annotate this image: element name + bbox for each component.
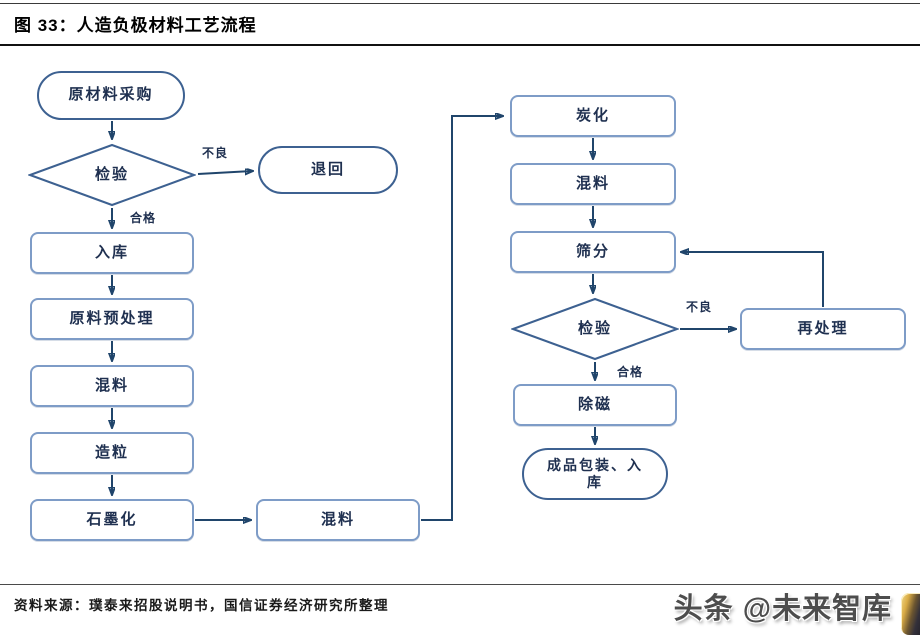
node-packaging: 成品包装、入库 [522, 448, 668, 500]
edge-reprocessing-to-sieving [682, 252, 824, 307]
edge-label-qualified-1: 合格 [130, 211, 157, 225]
diamond-shape-icon [28, 143, 196, 207]
brand-logo-icon [901, 593, 920, 635]
node-sieving: 筛分 [510, 231, 676, 273]
node-reprocessing: 再处理 [740, 308, 906, 350]
figure-title: 图 33：人造负极材料工艺流程 [14, 16, 257, 35]
node-raw-procurement: 原材料采购 [37, 71, 185, 120]
edge-label-defective-1: 不良 [202, 146, 229, 160]
node-inspect-2-label: 检验 [577, 319, 612, 337]
node-granulation-label: 造粒 [94, 443, 129, 461]
title-underline [0, 44, 920, 46]
edge-label-qualified-2: 合格 [617, 365, 644, 379]
node-mixing-1: 混料 [30, 365, 194, 407]
node-warehouse-in: 入库 [30, 232, 194, 274]
node-mixing-3: 混料 [510, 163, 676, 205]
footer-rule [0, 584, 920, 585]
node-sieving-label: 筛分 [575, 242, 610, 260]
node-mixing-1-label: 混料 [94, 376, 129, 394]
node-graphitization: 石墨化 [30, 499, 194, 541]
top-rule [0, 3, 920, 4]
node-demagnetization: 除磁 [513, 384, 677, 426]
node-raw-procurement-label: 原材料采购 [68, 86, 154, 104]
node-return: 退回 [258, 146, 398, 194]
node-mixing-3-label: 混料 [575, 174, 610, 192]
node-carbonization: 炭化 [510, 95, 676, 137]
node-pretreatment-label: 原料预处理 [69, 309, 155, 327]
node-inspect-1: 检验 [28, 143, 196, 207]
edge-inspect1-to-return [197, 171, 252, 174]
source-note: 资料来源：璞泰来招股说明书，国信证券经济研究所整理 [14, 598, 389, 613]
node-granulation: 造粒 [30, 432, 194, 474]
node-inspect-1-label: 检验 [94, 165, 129, 183]
node-warehouse-in-label: 入库 [94, 243, 129, 261]
node-mixing-2: 混料 [256, 499, 420, 541]
node-mixing-2-label: 混料 [320, 510, 355, 528]
edge-label-defective-2: 不良 [686, 300, 713, 314]
edge-mixing2-to-carbonization [421, 116, 502, 521]
node-carbonization-label: 炭化 [575, 106, 610, 124]
node-demagnetization-label: 除磁 [577, 395, 612, 413]
node-packaging-label: 成品包装、入库 [547, 456, 643, 491]
node-reprocessing-label: 再处理 [797, 319, 849, 337]
node-pretreatment: 原料预处理 [30, 298, 194, 340]
node-return-label: 退回 [310, 160, 345, 178]
node-inspect-2: 检验 [511, 297, 679, 361]
diamond-shape-icon [511, 297, 679, 361]
node-graphitization-label: 石墨化 [86, 510, 138, 528]
watermark-text: 头条 @未来智库 [673, 593, 892, 625]
